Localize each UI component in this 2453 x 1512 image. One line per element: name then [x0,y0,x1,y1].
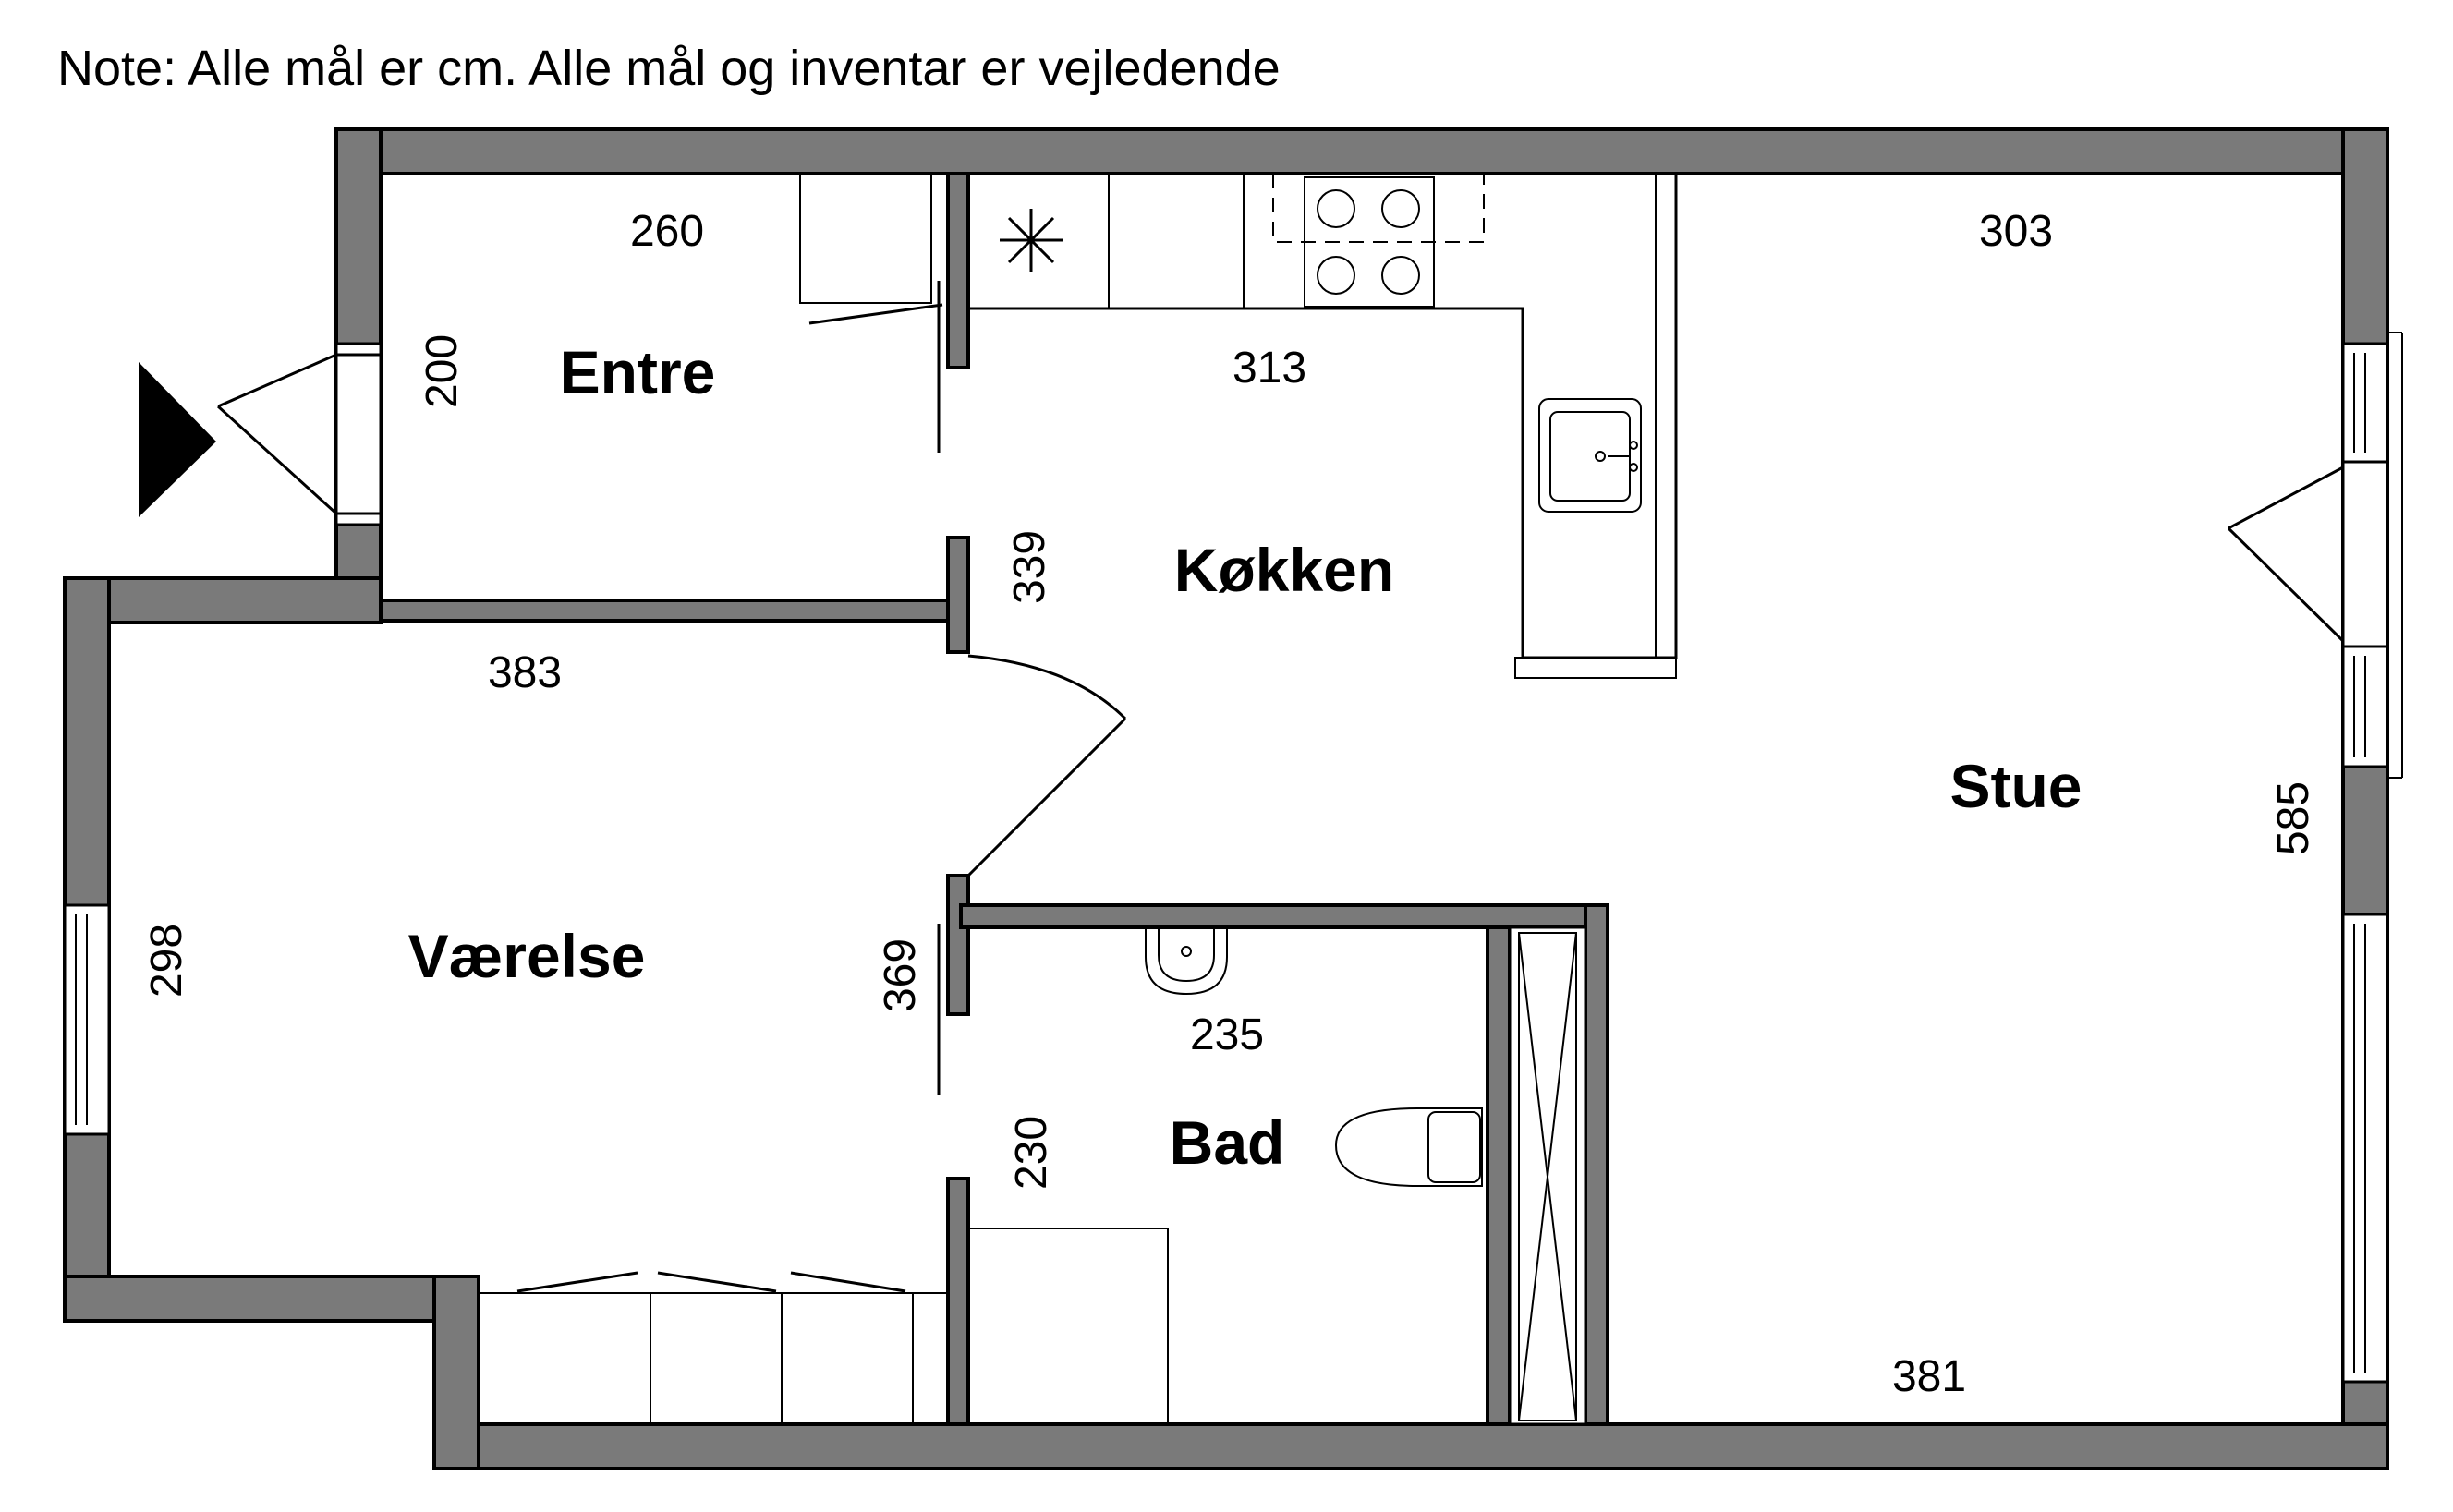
bathroom-cabinet [967,1228,1169,1425]
doors [216,281,2389,1095]
dim-kokken-width: 313 [1233,344,1306,393]
toilet-icon [1334,1107,1483,1187]
washbasin-icon [1145,927,1228,996]
dim-kokken-depth: 339 [1005,530,1054,604]
dim-bad-width: 235 [1190,1010,1264,1059]
room-label-bad: Bad [1170,1108,1285,1177]
stove-icon [1272,174,1485,308]
dim-entre-depth: 200 [418,334,467,408]
plan-note: Note: Alle mål er cm. Alle mål og invent… [57,41,1281,96]
dim-vaerelse-width: 383 [488,648,562,697]
dim-stue-bottom: 381 [1892,1352,1966,1401]
sink-icon [1538,398,1642,513]
dim-vaerelse-depth: 298 [142,924,191,998]
dim-hall-depth: 369 [876,938,925,1012]
room-label-kokken: Køkken [1174,536,1394,604]
entre-wardrobe [799,173,943,325]
windows [63,332,2403,1384]
room-label-stue: Stue [1949,752,2082,820]
dim-entre-width: 260 [630,207,704,256]
inner-walls [379,172,1609,1426]
vaerelse-wardrobe [478,1271,949,1425]
room-label-vaerelse: Værelse [408,922,646,990]
installation-shaft [1508,925,1587,1426]
entrance-arrow-icon [139,362,216,517]
room-label-entre: Entre [560,338,716,406]
extractor-fan-icon [1000,209,1063,272]
kitchen-counter [968,174,1678,679]
dim-stue-top: 303 [1979,207,2053,256]
dim-stue-depth: 585 [2269,781,2318,855]
dim-bad-depth: 230 [1007,1116,1056,1190]
